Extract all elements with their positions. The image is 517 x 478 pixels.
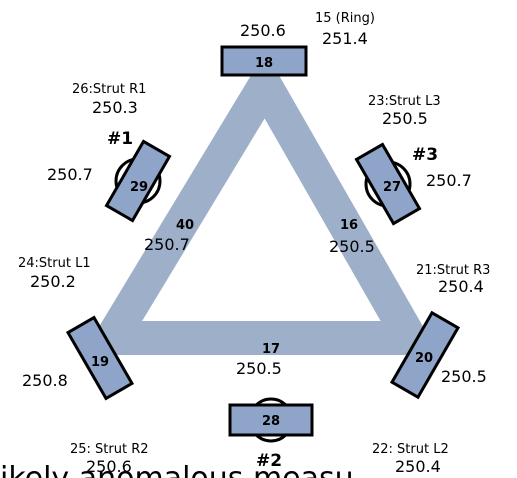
node-box-20-id: 20 (415, 351, 433, 366)
strut-29-value: 250.7 (47, 165, 93, 184)
strut-l2-value: 250.4 (395, 457, 441, 476)
edge-left-value: 250.7 (144, 235, 190, 254)
edge-bottom-value: 250.5 (236, 359, 282, 378)
node-box-29-id: 29 (130, 180, 148, 195)
node-box-18-id: 18 (255, 56, 273, 71)
strut-r3-value: 250.4 (438, 277, 484, 296)
node-box-27-id: 27 (383, 180, 401, 195)
strut-r2-label: 25: Strut R2 (70, 442, 149, 457)
strut-r3-label: 21:Strut R3 (416, 263, 490, 278)
strut-l1-value: 250.2 (30, 272, 76, 291)
strut-l2-label: 22: Strut L2 (372, 442, 449, 457)
ring-label: 15 (Ring) (315, 11, 375, 26)
node-box-29 (104, 139, 172, 223)
node-box-27 (354, 142, 422, 226)
strut-27-value: 250.7 (426, 171, 472, 190)
node-box-18 (220, 45, 308, 77)
node-box-28-id: 28 (262, 414, 280, 429)
marker-1: #1 (107, 129, 133, 149)
node-box-19 (65, 315, 135, 401)
node-box-18-value: 250.6 (240, 21, 286, 40)
strut-r2-value: 250.6 (86, 457, 132, 476)
strut-l1-label: 24:Strut L1 (18, 256, 91, 271)
strut-r1-value: 250.3 (92, 98, 138, 117)
node-box-19-value: 250.8 (22, 371, 68, 390)
triangle-frame (81, 51, 440, 355)
strut-l3-value: 250.5 (382, 109, 428, 128)
marker-3: #3 (412, 145, 438, 165)
node-box-20 (389, 310, 461, 400)
strut-l3-label: 23:Strut L3 (368, 94, 441, 109)
edge-right-id: 16 (340, 218, 358, 233)
ring-value: 251.4 (322, 29, 368, 48)
marker-2: #2 (256, 451, 282, 471)
node-box-19-id: 19 (91, 355, 109, 370)
strut-r1-label: 26:Strut R1 (72, 82, 146, 97)
footer-caption: ikely anomalous measu (0, 461, 354, 478)
edge-right-value: 250.5 (329, 237, 375, 256)
edge-left-id: 40 (176, 218, 194, 233)
node-box-28 (228, 403, 314, 437)
edge-bottom-id: 17 (262, 342, 280, 357)
node-box-20-value: 250.5 (441, 367, 487, 386)
